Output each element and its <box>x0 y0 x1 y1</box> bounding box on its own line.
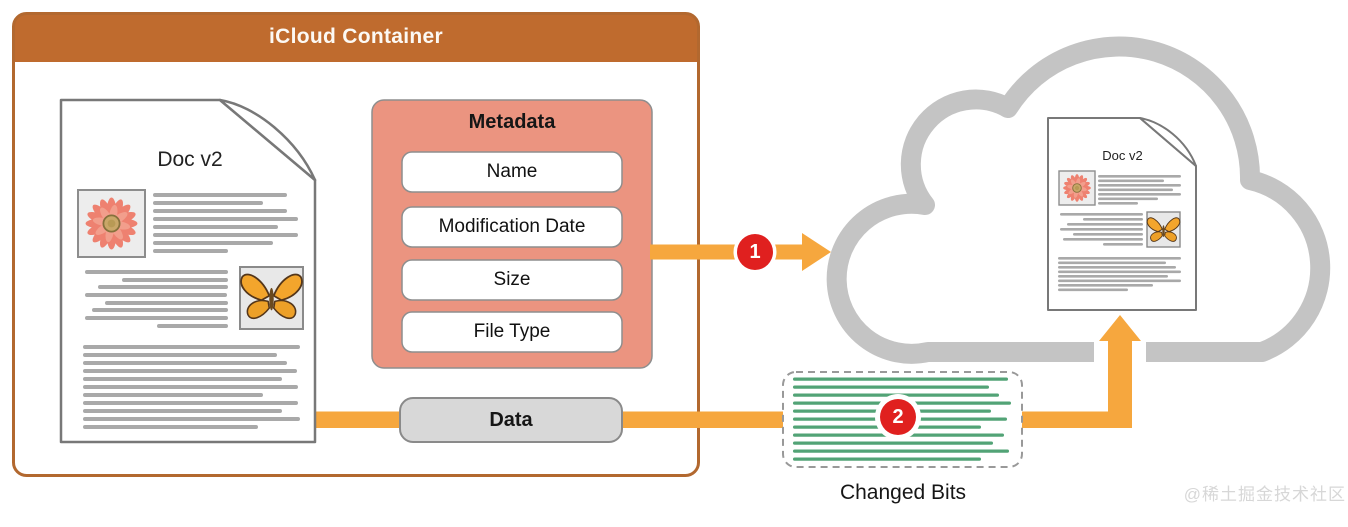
dog-ear-document-icon <box>59 98 317 444</box>
data-upload-arrow <box>313 315 1141 428</box>
watermark: @稀土掘金技术社区 <box>1183 484 1346 504</box>
text-lines-paragraph-3 <box>83 345 300 429</box>
metadata-title: Metadata <box>468 110 556 133</box>
gerbera-flower-image-small <box>1058 170 1096 206</box>
metadata-field-name <box>401 151 623 193</box>
cloud-document-title: Doc v2 <box>1102 147 1143 163</box>
step-1-badge-circle <box>737 234 773 270</box>
metadata-sync-arrow <box>650 230 831 274</box>
document-title: Doc v2 <box>157 148 223 171</box>
metadata-field-file-type-label: File Type <box>473 321 551 342</box>
metadata-field-size <box>401 259 623 301</box>
butterfly-image-small <box>1146 211 1181 248</box>
changed-bits-box <box>782 371 1023 468</box>
step-1-badge: 1 <box>749 240 761 263</box>
data-pill <box>399 397 623 443</box>
step-2-badge: 2 <box>892 405 904 428</box>
butterfly-image <box>239 266 304 330</box>
folded-corner <box>218 98 317 182</box>
step-2-badge-circle <box>880 399 916 435</box>
text-lines-paragraph-2 <box>85 270 228 328</box>
text-lines-paragraph-1 <box>153 193 298 253</box>
data-pill-label: Data <box>489 408 533 431</box>
changed-bits-label: Changed Bits <box>839 481 967 504</box>
mini-text-lines-3 <box>1058 257 1181 292</box>
metadata-field-modification-date <box>401 206 623 248</box>
metadata-field-modification-date-label: Modification Date <box>438 216 586 237</box>
gerbera-flower-image <box>77 189 146 258</box>
container-title: iCloud Container <box>269 25 443 48</box>
metadata-field-file-type <box>401 311 623 353</box>
cloud-document-icon <box>1047 117 1197 311</box>
metadata-field-size-label: Size <box>493 269 531 290</box>
mini-text-lines-1 <box>1098 175 1181 205</box>
mini-text-lines-2 <box>1060 213 1143 246</box>
metadata-field-name-label: Name <box>486 161 538 182</box>
metadata-box <box>371 99 653 369</box>
